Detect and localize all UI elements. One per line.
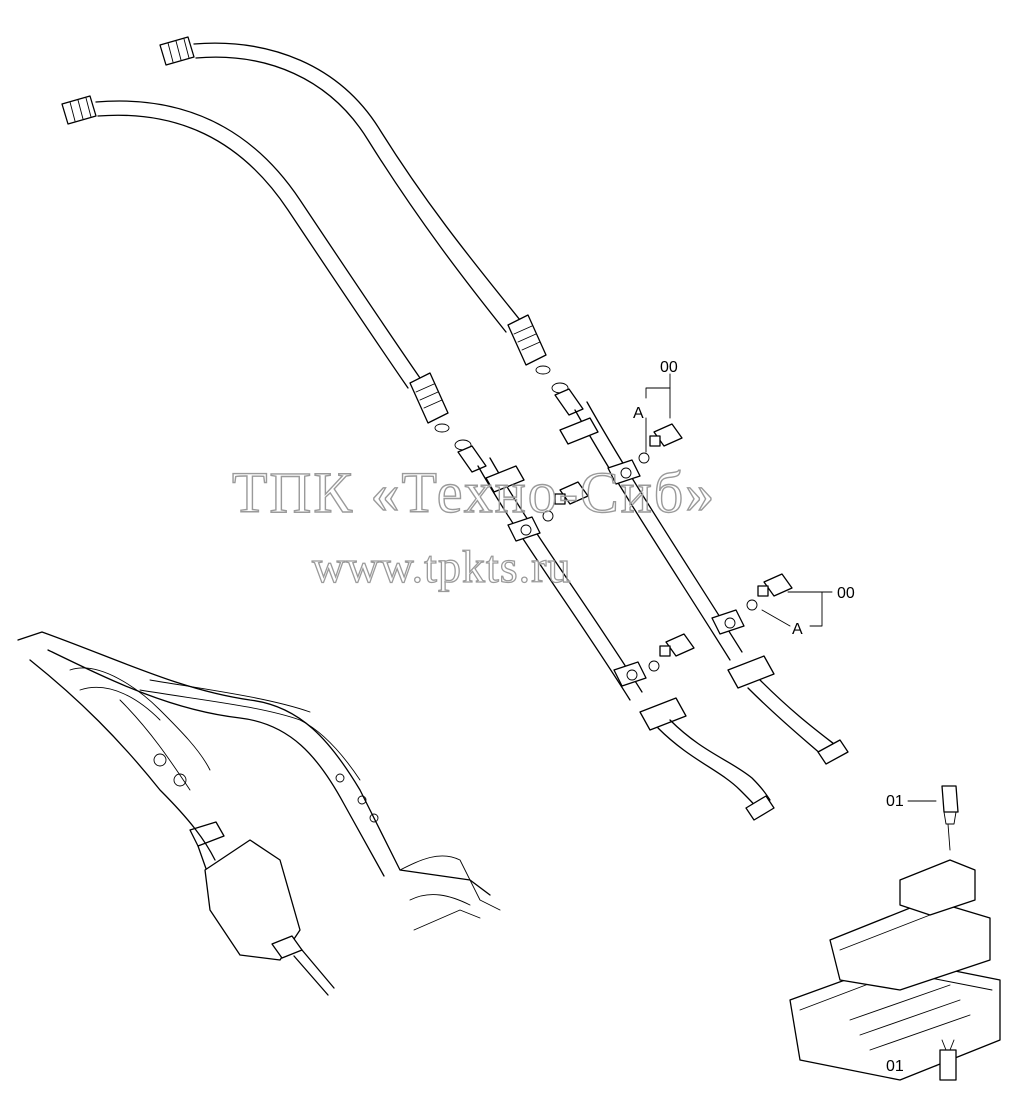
callout-kit-right-sub: A (792, 621, 803, 638)
plug-top (638, 423, 683, 464)
excavator-boom-overview (17, 631, 501, 996)
callout-kit-top-sub: A (633, 405, 644, 422)
callout-valve-bottom: 01 (886, 1058, 904, 1075)
plug-low (648, 633, 695, 672)
hose-left (61, 95, 450, 433)
callout-valve-top: 01 (886, 793, 904, 810)
callout-kit-top: 00 (660, 359, 678, 376)
watermark-url: www.tpkts.ru (312, 541, 571, 592)
pipe-right (551, 382, 849, 765)
callout-kit-right: 00 (837, 585, 855, 602)
watermark-company: ТПК «Техно-Сиб» (232, 460, 716, 525)
plug-mid (542, 481, 589, 522)
pipe-left (454, 439, 775, 821)
plug-right (746, 573, 793, 611)
control-valve (789, 785, 1001, 1081)
hose-right (159, 36, 551, 375)
